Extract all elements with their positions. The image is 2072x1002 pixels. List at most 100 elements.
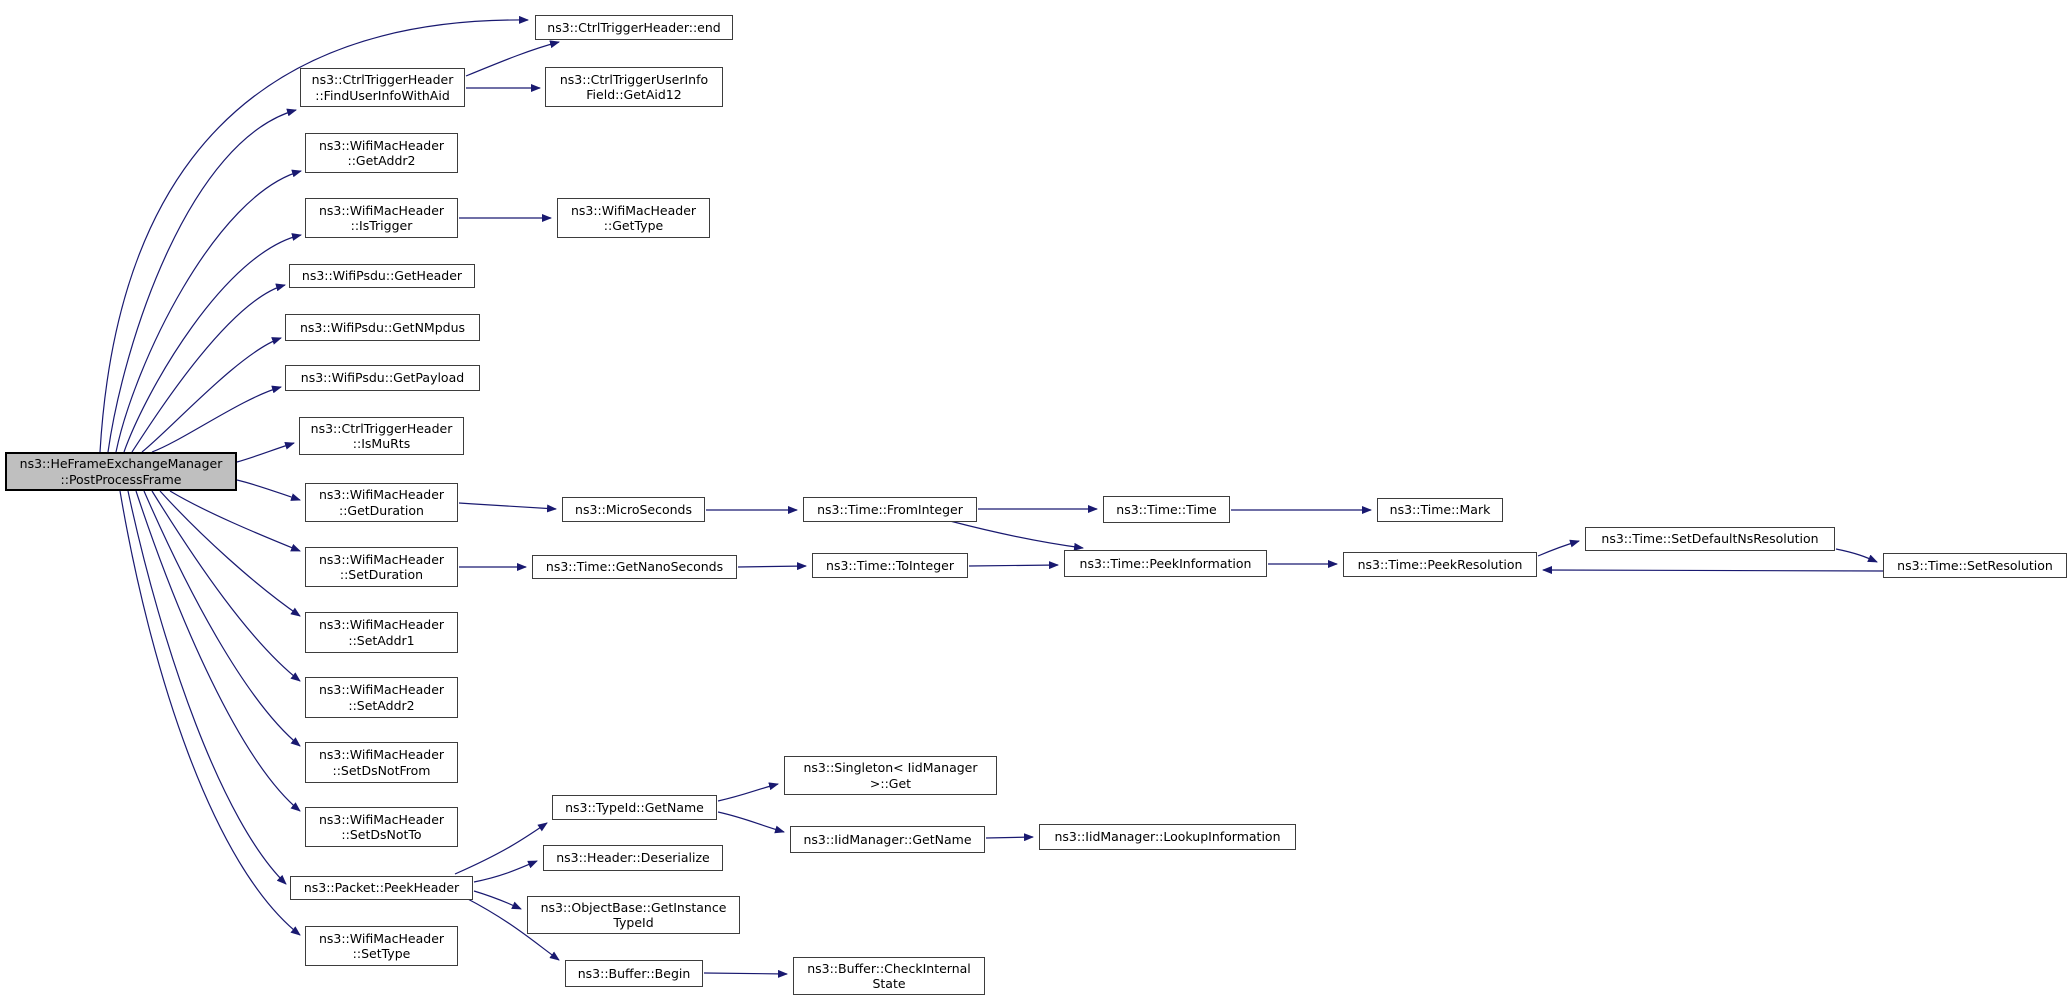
node-wifimacheader-setduration[interactable]: ns3::WifiMacHeader ::SetDuration [305,547,458,587]
node-label: ns3::Time::PeekInformation [1079,555,1252,571]
node-packet-peekheader[interactable]: ns3::Packet::PeekHeader [290,876,473,900]
node-wifimacheader-gettype[interactable]: ns3::WifiMacHeader ::GetType [557,198,710,238]
edge-main-to-setaddr1 [159,490,301,617]
node-label: ns3::TypeId::GetName [565,799,704,815]
edge-getnanoseconds-to-tointeger [737,562,807,571]
edge-main-to-getaddr2 [115,169,302,453]
node-microseconds[interactable]: ns3::MicroSeconds [562,497,705,522]
node-wifipsdu-getpayload[interactable]: ns3::WifiPsdu::GetPayload [285,365,480,391]
node-label: ns3::HeFrameExchangeManager ::PostProces… [19,456,223,487]
edge-main-to-ismurts [236,441,295,463]
edge-peekheader-to-deserialize [473,860,538,883]
node-label: ns3::WifiMacHeader ::SetDsNotFrom [318,747,445,778]
node-label: ns3::WifiMacHeader ::SetAddr1 [318,617,445,648]
node-label: ns3::WifiPsdu::GetPayload [300,370,465,386]
node-label: ns3::CtrlTriggerHeader ::IsMuRts [310,420,453,451]
node-wifimacheader-istrigger[interactable]: ns3::WifiMacHeader ::IsTrigger [305,198,458,238]
node-label: ns3::Time::Mark [1389,502,1491,518]
node-time-mark[interactable]: ns3::Time::Mark [1377,498,1503,522]
node-heframeexchangemanager-postprocessframe[interactable]: ns3::HeFrameExchangeManager ::PostProces… [5,452,237,491]
node-time-setresolution[interactable]: ns3::Time::SetResolution [1883,553,2067,578]
edge-getduration-to-microseconds [458,502,557,513]
node-label: ns3::CtrlTriggerUserInfo Field::GetAid12 [559,71,709,102]
node-label: ns3::Time::FromInteger [817,501,963,517]
edge-main-to-getpayload [151,385,282,453]
edge-typeidgetname-to-singletonget [717,782,779,802]
edge-peekheader-to-getinstancetypeid [473,890,522,910]
node-header-deserialize[interactable]: ns3::Header::Deserialize [543,845,723,871]
node-label: ns3::MicroSeconds [575,501,692,517]
node-label: ns3::IidManager::LookupInformation [1054,829,1281,845]
node-buffer-begin[interactable]: ns3::Buffer::Begin [565,960,703,987]
node-label: ns3::ObjectBase::GetInstance TypeId [540,899,727,930]
node-singleton-iidmanager-get[interactable]: ns3::Singleton< IidManager >::Get [784,756,997,795]
node-wifimacheader-getaddr2[interactable]: ns3::WifiMacHeader ::GetAddr2 [305,133,458,173]
node-label: ns3::Singleton< IidManager >::Get [803,760,978,791]
node-wifipsdu-getnmpdus[interactable]: ns3::WifiPsdu::GetNMpdus [285,314,480,341]
node-time-peekresolution[interactable]: ns3::Time::PeekResolution [1343,552,1537,577]
node-ctrltriggerheader-ismurts[interactable]: ns3::CtrlTriggerHeader ::IsMuRts [299,417,464,455]
node-time-getnanoseconds[interactable]: ns3::Time::GetNanoSeconds [532,555,737,579]
node-label: ns3::WifiPsdu::GetHeader [301,268,463,284]
edge-main-to-peekheader [127,490,287,885]
node-wifipsdu-getheader[interactable]: ns3::WifiPsdu::GetHeader [289,264,475,288]
node-time-tointeger[interactable]: ns3::Time::ToInteger [812,553,968,578]
node-label: ns3::IidManager::GetName [803,831,972,847]
node-label: ns3::Time::Time [1116,501,1217,517]
edge-main-to-istrigger [123,233,302,453]
node-label: ns3::CtrlTriggerHeader::end [547,19,721,35]
node-time-frominteger[interactable]: ns3::Time::FromInteger [803,497,977,522]
node-label: ns3::CtrlTriggerHeader ::FindUserInfoWit… [311,72,454,103]
edge-typeidgetname-to-iidgetname [717,811,785,834]
node-time-setdefaultnsresolution[interactable]: ns3::Time::SetDefaultNsResolution [1585,527,1835,551]
node-wifimacheader-setdsnotfrom[interactable]: ns3::WifiMacHeader ::SetDsNotFrom [305,742,458,783]
node-buffer-checkinternalstate[interactable]: ns3::Buffer::CheckInternal State [793,957,985,995]
node-objectbase-getinstancetypeid[interactable]: ns3::ObjectBase::GetInstance TypeId [527,896,740,934]
node-ctrltriggerheader-end[interactable]: ns3::CtrlTriggerHeader::end [535,15,733,40]
edge-main-to-setaddr2 [151,490,301,682]
node-iidmanager-lookupinformation[interactable]: ns3::IidManager::LookupInformation [1039,824,1296,850]
node-label: ns3::WifiPsdu::GetNMpdus [299,319,466,335]
edge-tointeger-to-peekinformation [968,561,1059,570]
node-label: ns3::Time::PeekResolution [1357,556,1523,572]
node-wifimacheader-setaddr2[interactable]: ns3::WifiMacHeader ::SetAddr2 [305,677,458,718]
node-wifimacheader-settype[interactable]: ns3::WifiMacHeader ::SetType [305,926,458,966]
node-label: ns3::WifiMacHeader ::GetAddr2 [318,137,445,168]
node-ctrltriggerheader-finduserinfowithaid[interactable]: ns3::CtrlTriggerHeader ::FindUserInfoWit… [300,68,465,107]
edge-main-to-finduserinfo [107,108,297,453]
node-typeid-getname[interactable]: ns3::TypeId::GetName [552,795,717,820]
node-label: ns3::WifiMacHeader ::SetDuration [318,551,445,582]
node-label: ns3::WifiMacHeader ::IsTrigger [318,202,445,233]
node-label: ns3::WifiMacHeader ::SetDsNotTo [318,811,445,842]
edge-main-to-setduration [169,490,301,552]
node-wifimacheader-setaddr1[interactable]: ns3::WifiMacHeader ::SetAddr1 [305,612,458,653]
edge-peekheader-to-typeidgetname [454,822,548,875]
node-label: ns3::Buffer::Begin [577,965,691,981]
edge-main-to-setdsnotfrom [143,490,301,747]
node-time-peekinformation[interactable]: ns3::Time::PeekInformation [1064,550,1267,577]
node-label: ns3::Time::SetDefaultNsResolution [1601,531,1819,547]
edge-frominteger-to-peekinformation [949,520,1084,551]
edge-peekresolution-to-setdefaultnsresolution [1537,539,1580,557]
edge-bufferbegin-to-checkinternalstate [703,969,788,978]
node-wifimacheader-setdsnotto[interactable]: ns3::WifiMacHeader ::SetDsNotTo [305,807,458,847]
node-ctrltriggeruserinfofield-getaid12[interactable]: ns3::CtrlTriggerUserInfo Field::GetAid12 [545,67,723,107]
node-label: ns3::Time::ToInteger [826,557,954,573]
node-label: ns3::WifiMacHeader ::GetType [570,202,697,233]
node-time-time[interactable]: ns3::Time::Time [1103,496,1230,523]
edge-setresolution-to-peekresolution [1542,566,1884,575]
node-label: ns3::WifiMacHeader ::SetAddr2 [318,682,445,713]
edge-main-to-getduration [236,479,301,501]
node-label: ns3::Time::GetNanoSeconds [545,559,724,575]
node-label: ns3::Time::SetResolution [1897,557,2053,573]
node-label: ns3::WifiMacHeader ::GetDuration [318,487,445,518]
node-wifimacheader-getduration[interactable]: ns3::WifiMacHeader ::GetDuration [305,483,458,522]
node-iidmanager-getname[interactable]: ns3::IidManager::GetName [790,826,985,853]
node-label: ns3::Packet::PeekHeader [303,880,460,896]
node-label: ns3::Header::Deserialize [556,850,710,866]
node-label: ns3::Buffer::CheckInternal State [807,960,971,991]
edge-setdefaultnsresolution-to-setresolution [1835,548,1878,563]
edge-main-to-getnmpdus [141,337,282,453]
edge-iidgetname-to-lookupinformation [985,833,1034,842]
